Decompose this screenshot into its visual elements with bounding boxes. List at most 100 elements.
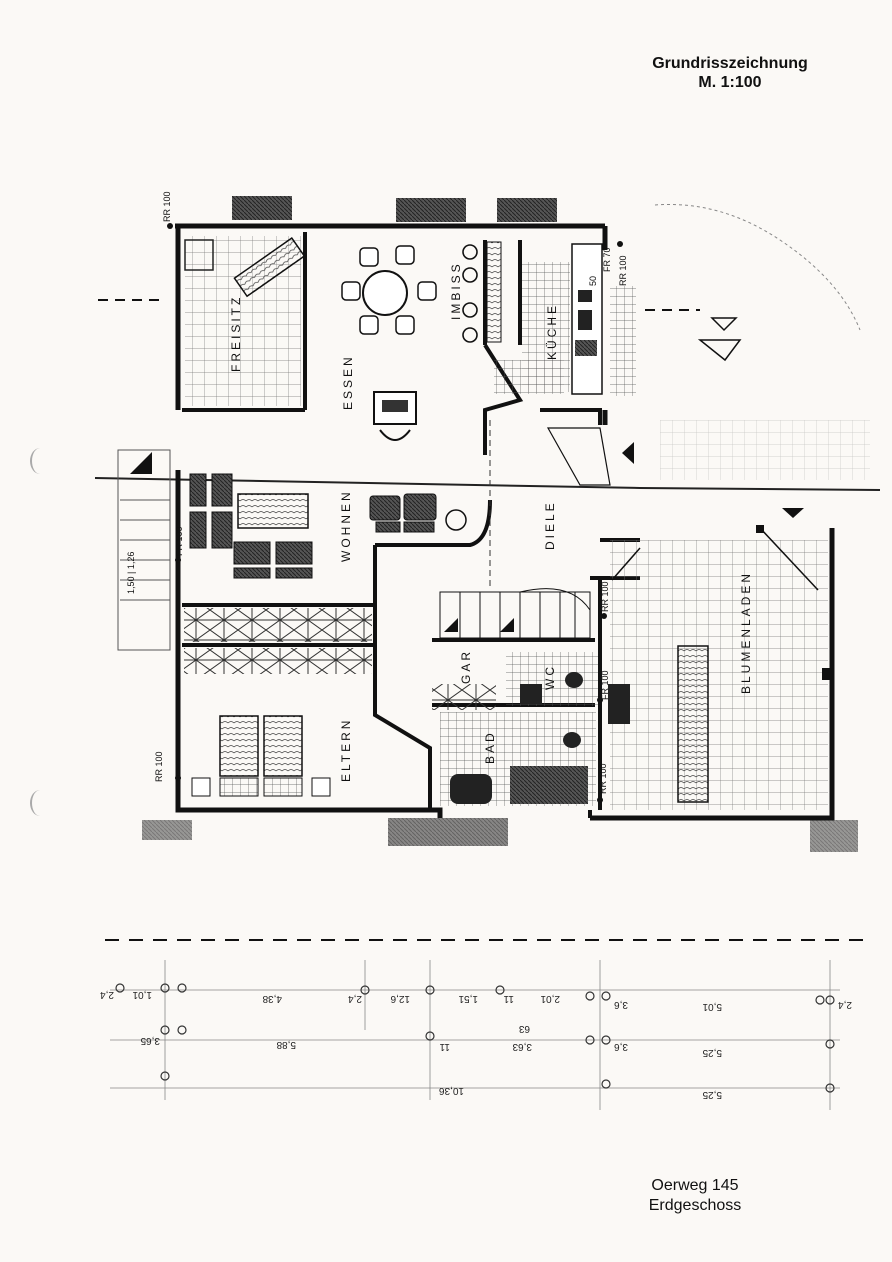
kitchen-appliance — [578, 290, 592, 302]
window-sill-pattern — [396, 198, 466, 222]
svg-text:5,01: 5,01 — [702, 1001, 722, 1012]
staircase — [439, 588, 591, 639]
shower — [510, 766, 588, 804]
address: Oerweg 145 — [651, 1177, 739, 1194]
nightstand — [311, 777, 331, 797]
entrance-arrow — [697, 339, 742, 362]
svg-text:2,4: 2,4 — [348, 993, 362, 1004]
stair-arrow — [500, 618, 514, 632]
kitchen-appliance — [575, 340, 597, 356]
sun-lounger — [233, 237, 306, 298]
entry-ramp — [546, 427, 611, 486]
shop-counter — [677, 645, 709, 803]
window-label: FR 70 — [602, 247, 612, 272]
exterior-pattern — [388, 818, 508, 846]
room-label-kueche: KÜCHE — [545, 303, 559, 360]
svg-text:1,51: 1,51 — [458, 993, 478, 1004]
svg-text:4,38: 4,38 — [262, 993, 282, 1004]
dining-chairs — [341, 245, 437, 335]
svg-text:2,01: 2,01 — [540, 993, 560, 1004]
svg-text:5,25: 5,25 — [702, 1089, 722, 1100]
entrance-arrow — [622, 442, 634, 464]
window-sill-pattern — [232, 196, 292, 220]
double-bed — [219, 715, 303, 797]
nightstand — [191, 777, 211, 797]
dimension-markers — [115, 983, 835, 1093]
bad-basin — [563, 732, 581, 748]
drawing-title: Grundrisszeichnung — [652, 55, 808, 72]
window-markers — [167, 223, 623, 803]
window-label: RR 100 — [600, 581, 610, 612]
dimension-lines — [110, 960, 840, 1110]
room-label-gar: GAR — [459, 649, 473, 684]
shop-diagonal — [611, 547, 641, 581]
svg-text:3,6: 3,6 — [614, 999, 628, 1010]
room-label-blumenladen: BLUMENLADEN — [739, 571, 753, 694]
stove-door — [382, 400, 408, 412]
svg-text:63: 63 — [518, 1023, 530, 1034]
svg-text:10,36: 10,36 — [439, 1085, 464, 1096]
binder-hole — [30, 790, 50, 816]
room-label-wohnen: WOHNEN — [339, 489, 353, 562]
exterior-stair — [117, 449, 171, 651]
window-label: RR 100 — [154, 751, 164, 782]
drawing-scale: M. 1:100 — [698, 74, 762, 91]
room-label-imbiss: IMBISS — [449, 261, 463, 320]
room-label-diele: DIELE — [543, 500, 557, 550]
dimension-values: 1,01 2,4 3,65 4,38 5,88 12,6 2,4 1,51 11… — [100, 989, 852, 1100]
armchairs — [369, 493, 437, 533]
svg-text:11: 11 — [439, 1041, 450, 1052]
coffee-table — [237, 493, 309, 529]
room-label-freisitz: FREISITZ — [229, 295, 243, 372]
exterior-pattern — [142, 820, 192, 840]
stove-base — [379, 429, 411, 441]
dining-table — [362, 270, 408, 316]
floor-name: Erdgeschoss — [648, 1197, 742, 1214]
drawing-footer: Oerweg 145 Erdgeschoss — [600, 1176, 790, 1216]
wardrobe-gar — [432, 684, 496, 710]
shop-cabinet — [608, 684, 630, 724]
svg-text:3,6: 3,6 — [614, 1041, 628, 1052]
room-label-bad: BAD — [483, 730, 497, 764]
sofa-seats — [189, 473, 313, 579]
planter — [184, 239, 214, 271]
window-label: RR 100 — [598, 763, 608, 794]
shop-diagonal — [759, 527, 819, 591]
svg-text:3,65: 3,65 — [140, 1035, 160, 1046]
room-label-eltern: ELTERN — [339, 718, 353, 782]
svg-text:3,63: 3,63 — [512, 1041, 532, 1052]
entrance-arrow — [782, 508, 804, 518]
blumenladen-floor — [610, 540, 828, 810]
window-label: RR 100 — [618, 255, 628, 286]
stair-arrow — [444, 618, 458, 632]
terrace-pattern — [610, 286, 636, 396]
bathtub — [450, 774, 492, 804]
svg-text:12,6: 12,6 — [390, 993, 410, 1004]
wardrobe-eltern — [184, 648, 372, 674]
kitchen-appliance — [578, 310, 592, 330]
garden-outline — [654, 203, 861, 331]
drawing-header: Grundrisszeichnung M. 1:100 — [600, 54, 860, 92]
entrance-arrow — [710, 317, 738, 332]
svg-text:2,4: 2,4 — [100, 989, 114, 1000]
svg-text:11: 11 — [503, 993, 514, 1004]
stair-note: 1,50 | 1,26 — [126, 552, 136, 594]
window-label: FR 100 — [600, 670, 610, 700]
wc-basin — [565, 672, 583, 688]
svg-text:5,88: 5,88 — [276, 1039, 296, 1050]
room-label-wc: WC — [543, 664, 557, 690]
svg-text:5,25: 5,25 — [702, 1047, 722, 1058]
room-label-essen: ESSEN — [341, 354, 355, 410]
svg-text:1,01: 1,01 — [132, 989, 152, 1000]
wardrobe-wohnen — [184, 608, 372, 642]
kitchen-note: 50 — [588, 276, 598, 286]
plant — [445, 509, 467, 531]
window-label: RR 100 — [162, 191, 172, 222]
exterior-pattern — [810, 820, 858, 852]
stair-arrow — [130, 452, 152, 474]
wc-toilet — [520, 684, 542, 704]
axis-line — [94, 477, 881, 491]
binder-hole — [30, 448, 50, 474]
window-label: FR 100 — [174, 526, 184, 556]
